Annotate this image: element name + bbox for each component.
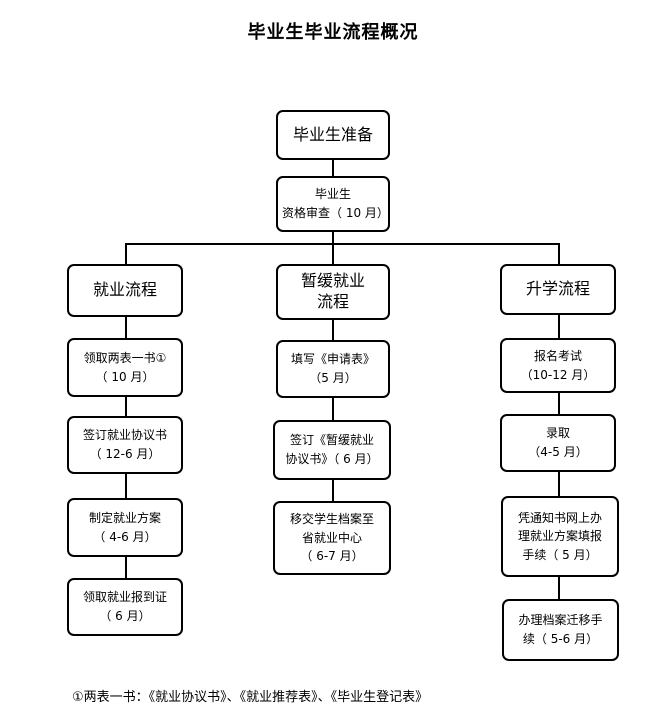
node-line: 签订《暂缓就业 [289, 433, 374, 448]
employment-step-node: 领取就业报到证 （ 6 月） [67, 578, 183, 636]
node-line: 制定就业方案 [88, 510, 161, 525]
connector [125, 243, 127, 264]
node-line: 凭通知书网上办 [517, 510, 602, 525]
connector [558, 472, 560, 496]
connector [332, 480, 334, 501]
root-node: 毕业生准备 [276, 110, 390, 160]
deferred-step-node: 签订《暂缓就业 协议书》（ 6 月） [273, 420, 391, 480]
connector [125, 474, 127, 498]
node-line: 升学流程 [525, 279, 590, 299]
node-line: 移交学生档案至 [289, 512, 374, 527]
node-line: 录取 [545, 426, 570, 441]
study-step-node: 办理档案迁移手 续（ 5-6 月） [502, 599, 619, 661]
node-line: （ 12-6 月） [89, 447, 161, 461]
node-line: 领取两表一书① [83, 350, 167, 365]
branch-connector [125, 243, 559, 245]
node-line: 填写《申请表》 [290, 352, 375, 367]
node-line: 就业流程 [92, 280, 157, 300]
connector [332, 320, 334, 340]
employment-step-node: 制定就业方案 （ 4-6 月） [67, 498, 183, 557]
node-line: 办理档案迁移手 [518, 613, 603, 628]
node-line: 毕业生 [314, 187, 351, 202]
node-line: 领取就业报到证 [82, 590, 167, 605]
node-line: 续（ 5-6 月） [522, 632, 599, 646]
study-step-node: 录取 （4-5 月） [500, 414, 616, 472]
page-title: 毕业生毕业流程概况 [247, 22, 419, 43]
deferred-step-node: 移交学生档案至 省就业中心 （ 6-7 月） [273, 501, 391, 575]
connector [125, 397, 127, 416]
node-line: 手续（ 5 月） [522, 547, 598, 562]
node-line: （4-5 月） [528, 445, 588, 459]
connector [332, 160, 334, 176]
employment-header-node: 就业流程 [67, 264, 183, 317]
connector [558, 577, 560, 599]
employment-step-node: 签订就业协议书 （ 12-6 月） [67, 416, 183, 474]
connector [332, 232, 334, 244]
connector [332, 398, 334, 420]
study-step-node: 凭通知书网上办 理就业方案填报 手续（ 5 月） [501, 496, 619, 577]
node-line: 流程 [316, 292, 349, 311]
node-line: 协议书》（ 6 月） [285, 452, 379, 466]
node-line: （ 6-7 月） [300, 549, 364, 564]
node-line: 暂缓就业 [300, 271, 365, 291]
node-line: 报名考试 [533, 348, 582, 363]
connector [558, 393, 560, 414]
node-line: （ 4-6 月） [93, 529, 157, 544]
footnote: ①两表一书：《就业协议书》、《就业推荐表》、《毕业生登记表》 [72, 690, 429, 705]
deferred-header-node: 暂缓就业 流程 [276, 264, 390, 320]
qualification-review-node: 毕业生 资格审查（ 10 月） [276, 176, 390, 232]
node-line: （10-12 月） [520, 367, 596, 382]
study-header-node: 升学流程 [500, 264, 616, 315]
connector [125, 557, 127, 578]
node-line: 资格审查（ 10 月） [282, 206, 389, 220]
deferred-step-node: 填写《申请表》 （5 月） [276, 340, 390, 398]
employment-step-node: 领取两表一书① （ 10 月） [67, 338, 183, 397]
node-line: （ 6 月） [99, 609, 151, 623]
node-line: 理就业方案填报 [517, 529, 602, 544]
study-step-node: 报名考试 （10-12 月） [500, 338, 616, 393]
connector [558, 243, 560, 264]
connector [332, 243, 334, 264]
node-line: （5 月） [309, 371, 357, 385]
node-line: （ 10 月） [95, 369, 155, 384]
connector [558, 315, 560, 338]
node-line: 签订就业协议书 [82, 428, 167, 443]
root-node-label: 毕业生准备 [292, 124, 373, 144]
connector [125, 317, 127, 338]
node-line: 省就业中心 [301, 530, 362, 545]
